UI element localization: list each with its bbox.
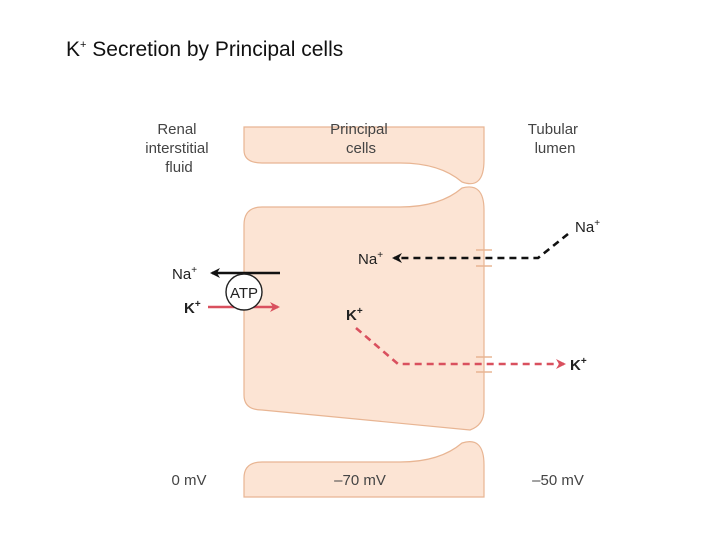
title-ion: K [66, 38, 81, 61]
k-channel [476, 356, 492, 373]
na-lumen-label: Na+ [575, 218, 600, 236]
tubular-lumen-label: Tubular lumen [528, 121, 582, 157]
k-interstitial-label: K+ [184, 299, 201, 317]
slide-title: K+ Secretion by Principal cells [66, 38, 343, 62]
bottom-cell [243, 441, 485, 498]
k-lumen-label: K+ [570, 356, 587, 374]
cell-potential: –70 mV [334, 472, 386, 489]
interstitial-potential: 0 mV [171, 472, 206, 489]
principal-cells-label: Principal cells [330, 121, 392, 157]
title-ion-charge: + [80, 39, 87, 51]
k-cell-label: K+ [346, 306, 363, 324]
principal-cell [243, 186, 485, 431]
atp-label: ATP [230, 285, 258, 302]
na-cell-label: Na+ [358, 250, 383, 268]
lumen-potential: –50 mV [532, 472, 584, 489]
atp-pump [225, 273, 263, 311]
na-reabsorption-arrow [392, 232, 569, 263]
title-text: Secretion by Principal cells [86, 38, 344, 61]
na-interstitial-label: Na+ [172, 265, 197, 283]
na-channel [476, 249, 492, 267]
top-cell [243, 126, 485, 185]
k-secretion-arrow [355, 327, 566, 369]
interstitial-label: Renal interstitial fluid [145, 121, 213, 176]
